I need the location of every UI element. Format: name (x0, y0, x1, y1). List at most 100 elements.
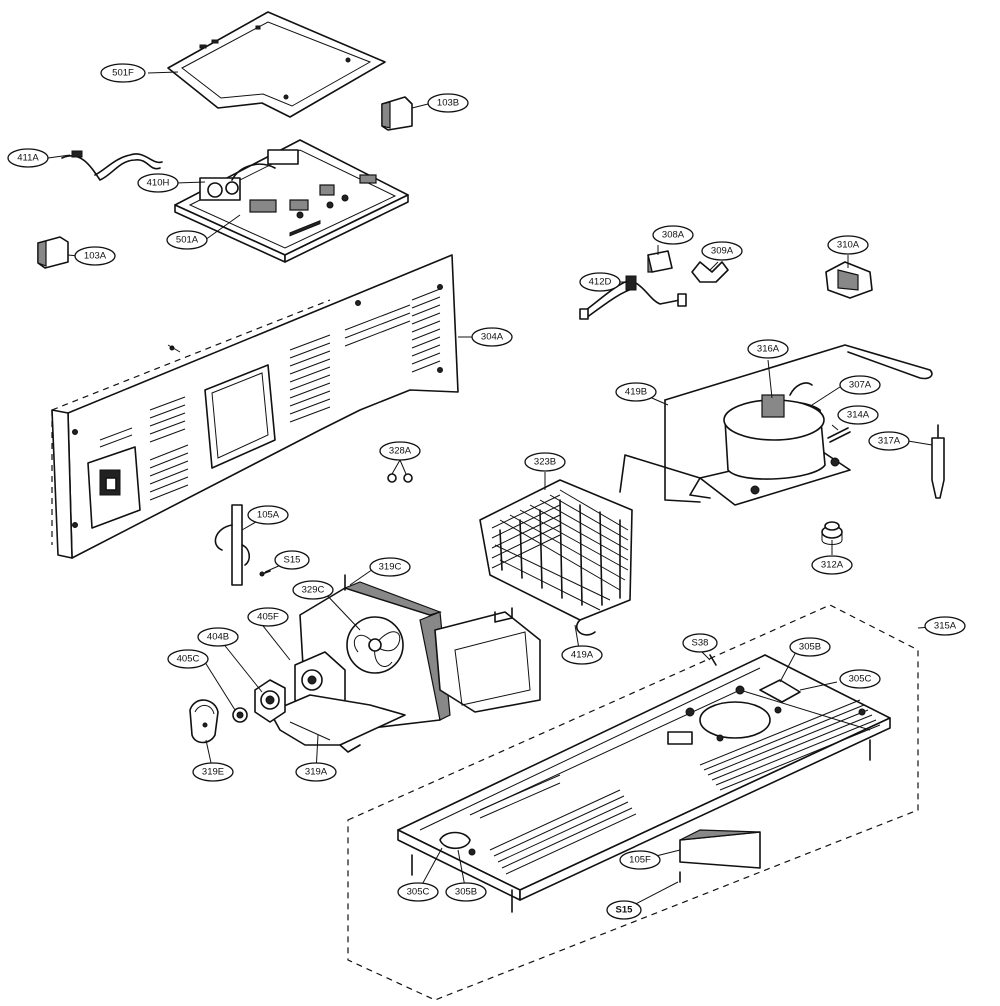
svg-text:103A: 103A (84, 251, 107, 262)
label-s15-b: S15 (606, 900, 642, 920)
overload-310a (825, 261, 873, 299)
svg-text:419A: 419A (571, 650, 594, 661)
svg-text:S15: S15 (616, 905, 634, 916)
svg-text:405C: 405C (177, 654, 200, 665)
label-412d: 412D (579, 272, 621, 292)
svg-text:410H: 410H (147, 178, 170, 189)
fan-blade-329c (346, 616, 404, 674)
svg-text:501A: 501A (176, 235, 199, 246)
label-319a: 319A (295, 762, 337, 782)
compressor-307a (619, 344, 933, 506)
label-305c-a: 305C (839, 669, 881, 689)
label-329c: 329C (292, 580, 334, 600)
clip-309a (691, 261, 729, 283)
label-501f: 501F (100, 63, 146, 83)
label-309a: 309A (701, 241, 743, 261)
label-105f: 105F (619, 850, 661, 870)
svg-text:319C: 319C (379, 562, 402, 573)
label-319e: 319E (192, 762, 234, 782)
label-315a: 315A (924, 616, 966, 636)
fan-base-319a (269, 694, 406, 753)
svg-text:328A: 328A (389, 446, 412, 457)
svg-text:310A: 310A (837, 240, 860, 251)
bracket-103b (381, 96, 413, 131)
relay-308a (647, 250, 673, 273)
label-419a: 419A (561, 645, 603, 665)
label-310a: 310A (827, 235, 869, 255)
cover-319e (189, 699, 219, 744)
label-s15-a: S15 (274, 550, 310, 570)
svg-text:329C: 329C (302, 585, 325, 596)
svg-text:319E: 319E (202, 767, 224, 778)
svg-text:323B: 323B (534, 457, 556, 468)
label-308a: 308A (652, 225, 694, 245)
svg-text:S15: S15 (284, 555, 301, 566)
base-plate-315a (347, 604, 919, 1001)
motor-mount-404b (254, 679, 286, 723)
svg-text:317A: 317A (878, 436, 901, 447)
tube-105a (214, 504, 251, 586)
control-board-501a (174, 139, 409, 263)
label-410h: 410H (137, 173, 179, 193)
label-103b: 103B (427, 93, 469, 113)
label-305c-b: 305C (397, 882, 439, 902)
svg-text:316A: 316A (757, 344, 780, 355)
label-405c: 405C (167, 649, 209, 669)
label-103a: 103A (74, 246, 116, 266)
label-419b: 419B (615, 382, 657, 402)
label-s38: S38 (682, 633, 718, 653)
grommet-312a (821, 521, 843, 545)
label-411a: 411A (7, 148, 49, 168)
screw-s15-left (259, 570, 271, 577)
part-labels: 501F 103B 411A 410H 501A 103A 308A 309A … (7, 63, 966, 920)
svg-text:304A: 304A (481, 332, 504, 343)
svg-text:307A: 307A (849, 380, 872, 391)
label-319c: 319C (369, 557, 411, 577)
svg-text:305C: 305C (849, 674, 872, 685)
screws-328a (387, 473, 413, 483)
wire-harness-412d (579, 275, 687, 320)
label-312a: 312A (811, 555, 853, 575)
svg-text:419B: 419B (625, 387, 647, 398)
label-305b-b: 305B (445, 882, 487, 902)
clip-314a (827, 427, 851, 443)
bracket-103a (37, 236, 69, 269)
label-317a: 317A (868, 431, 910, 451)
svg-text:315A: 315A (934, 621, 957, 632)
condenser-323b (479, 479, 633, 636)
svg-text:305B: 305B (455, 887, 477, 898)
svg-text:103B: 103B (437, 98, 459, 109)
svg-text:105A: 105A (257, 510, 280, 521)
svg-text:404B: 404B (207, 632, 229, 643)
svg-text:501F: 501F (112, 68, 134, 79)
label-316a: 316A (747, 339, 789, 359)
svg-text:411A: 411A (17, 153, 39, 164)
svg-text:314A: 314A (847, 410, 870, 421)
cover-plate-501f (167, 11, 386, 118)
label-501a: 501A (166, 230, 208, 250)
power-cord-411a (61, 150, 163, 181)
svg-text:308A: 308A (662, 230, 685, 241)
label-328a: 328A (379, 441, 421, 461)
label-323b: 323B (524, 452, 566, 472)
svg-text:319A: 319A (305, 767, 328, 778)
label-105a: 105A (247, 505, 289, 525)
svg-text:S38: S38 (692, 638, 709, 649)
svg-text:412D: 412D (589, 277, 612, 288)
svg-text:312A: 312A (821, 560, 844, 571)
label-304a: 304A (471, 327, 513, 347)
label-405f: 405F (247, 607, 289, 627)
svg-text:405F: 405F (257, 612, 279, 623)
nut-405c (232, 707, 248, 723)
svg-text:105F: 105F (629, 855, 651, 866)
label-307a: 307A (839, 375, 881, 395)
drier-317a (931, 424, 945, 499)
label-305b-a: 305B (789, 637, 831, 657)
label-404b: 404B (197, 627, 239, 647)
svg-text:305C: 305C (407, 887, 430, 898)
insulation-105f (679, 829, 761, 869)
label-314a: 314A (837, 405, 879, 425)
svg-text:305B: 305B (799, 642, 821, 653)
svg-text:309A: 309A (711, 246, 734, 257)
